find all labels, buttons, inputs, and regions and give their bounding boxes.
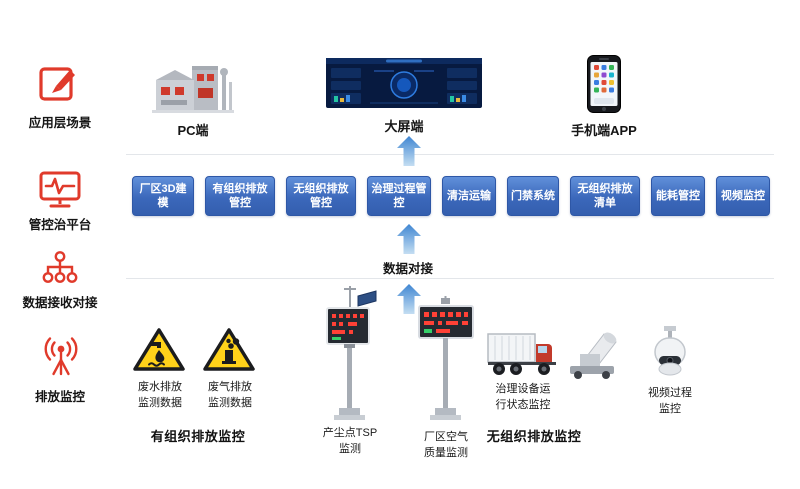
hierarchy-icon xyxy=(41,250,79,288)
smartphone-icon xyxy=(586,54,622,114)
ptz-camera-icon xyxy=(648,326,692,380)
unorganized-group-label: 无组织排放监控 xyxy=(486,429,582,444)
platform-button-row: 厂区3D建模 有组织排放管控 无组织排放管控 治理过程管控 清洁运输 门禁系统 … xyxy=(132,176,770,216)
up-arrow-middle xyxy=(396,224,422,254)
sidebar-label-data-access: 数据接收对接 xyxy=(22,296,98,310)
monitor-pulse-icon xyxy=(38,170,82,210)
signal-tower-icon xyxy=(40,336,82,378)
divider-middle xyxy=(126,278,774,279)
pc-label: PC端 xyxy=(177,123,209,138)
up-arrow-bottom xyxy=(396,284,422,314)
up-arrow-top xyxy=(396,136,422,166)
truck-equipment-icon xyxy=(486,328,560,380)
factory-buildings-icon xyxy=(148,60,238,114)
tsp-monitor-station-icon xyxy=(322,284,378,422)
tsp-monitor-label: 产尘点TSP监测 xyxy=(322,427,378,455)
platform-node-organized-emission-control: 有组织排放管控 xyxy=(205,176,275,216)
platform-node-unorganized-emission-control: 无组织排放管控 xyxy=(286,176,356,216)
sidebar-label-platform: 管控治平台 xyxy=(28,218,92,232)
platform-node-video-monitoring: 视频监控 xyxy=(716,176,770,216)
edit-icon xyxy=(36,60,80,104)
mobile-label: 手机端APP xyxy=(571,123,637,138)
dashboard-screen-icon xyxy=(326,58,482,108)
treatment-equipment-label: 治理设备运行状态监控 xyxy=(495,383,551,411)
fog-cannon-icon xyxy=(564,324,620,380)
platform-node-clean-transport: 清洁运输 xyxy=(442,176,496,216)
wastewater-warning-icon xyxy=(132,326,186,374)
platform-node-3d-modeling: 厂区3D建模 xyxy=(132,176,194,216)
big-screen-label: 大屏端 xyxy=(384,119,424,134)
platform-node-access-control: 门禁系统 xyxy=(507,176,559,216)
data-link-label: 数据对接 xyxy=(382,262,433,276)
sidebar-label-emission-monitoring: 排放监控 xyxy=(34,390,85,404)
sidebar-label-app-layer: 应用层场景 xyxy=(28,116,92,130)
video-process-label: 视频过程监控 xyxy=(648,387,692,415)
platform-node-energy-control: 能耗管控 xyxy=(651,176,705,216)
platform-node-governance-process: 治理过程管控 xyxy=(367,176,431,216)
waste-gas-label: 废气排放监测数据 xyxy=(208,381,252,409)
air-quality-station-icon xyxy=(417,296,475,422)
air-quality-label: 厂区空气质量监测 xyxy=(424,431,468,459)
organized-group-label: 有组织排放监控 xyxy=(150,429,246,444)
gas-warning-icon xyxy=(202,326,256,374)
wastewater-label: 废水排放监测数据 xyxy=(138,381,182,409)
divider-top xyxy=(126,154,774,155)
platform-node-emission-inventory: 无组织排放清单 xyxy=(570,176,640,216)
